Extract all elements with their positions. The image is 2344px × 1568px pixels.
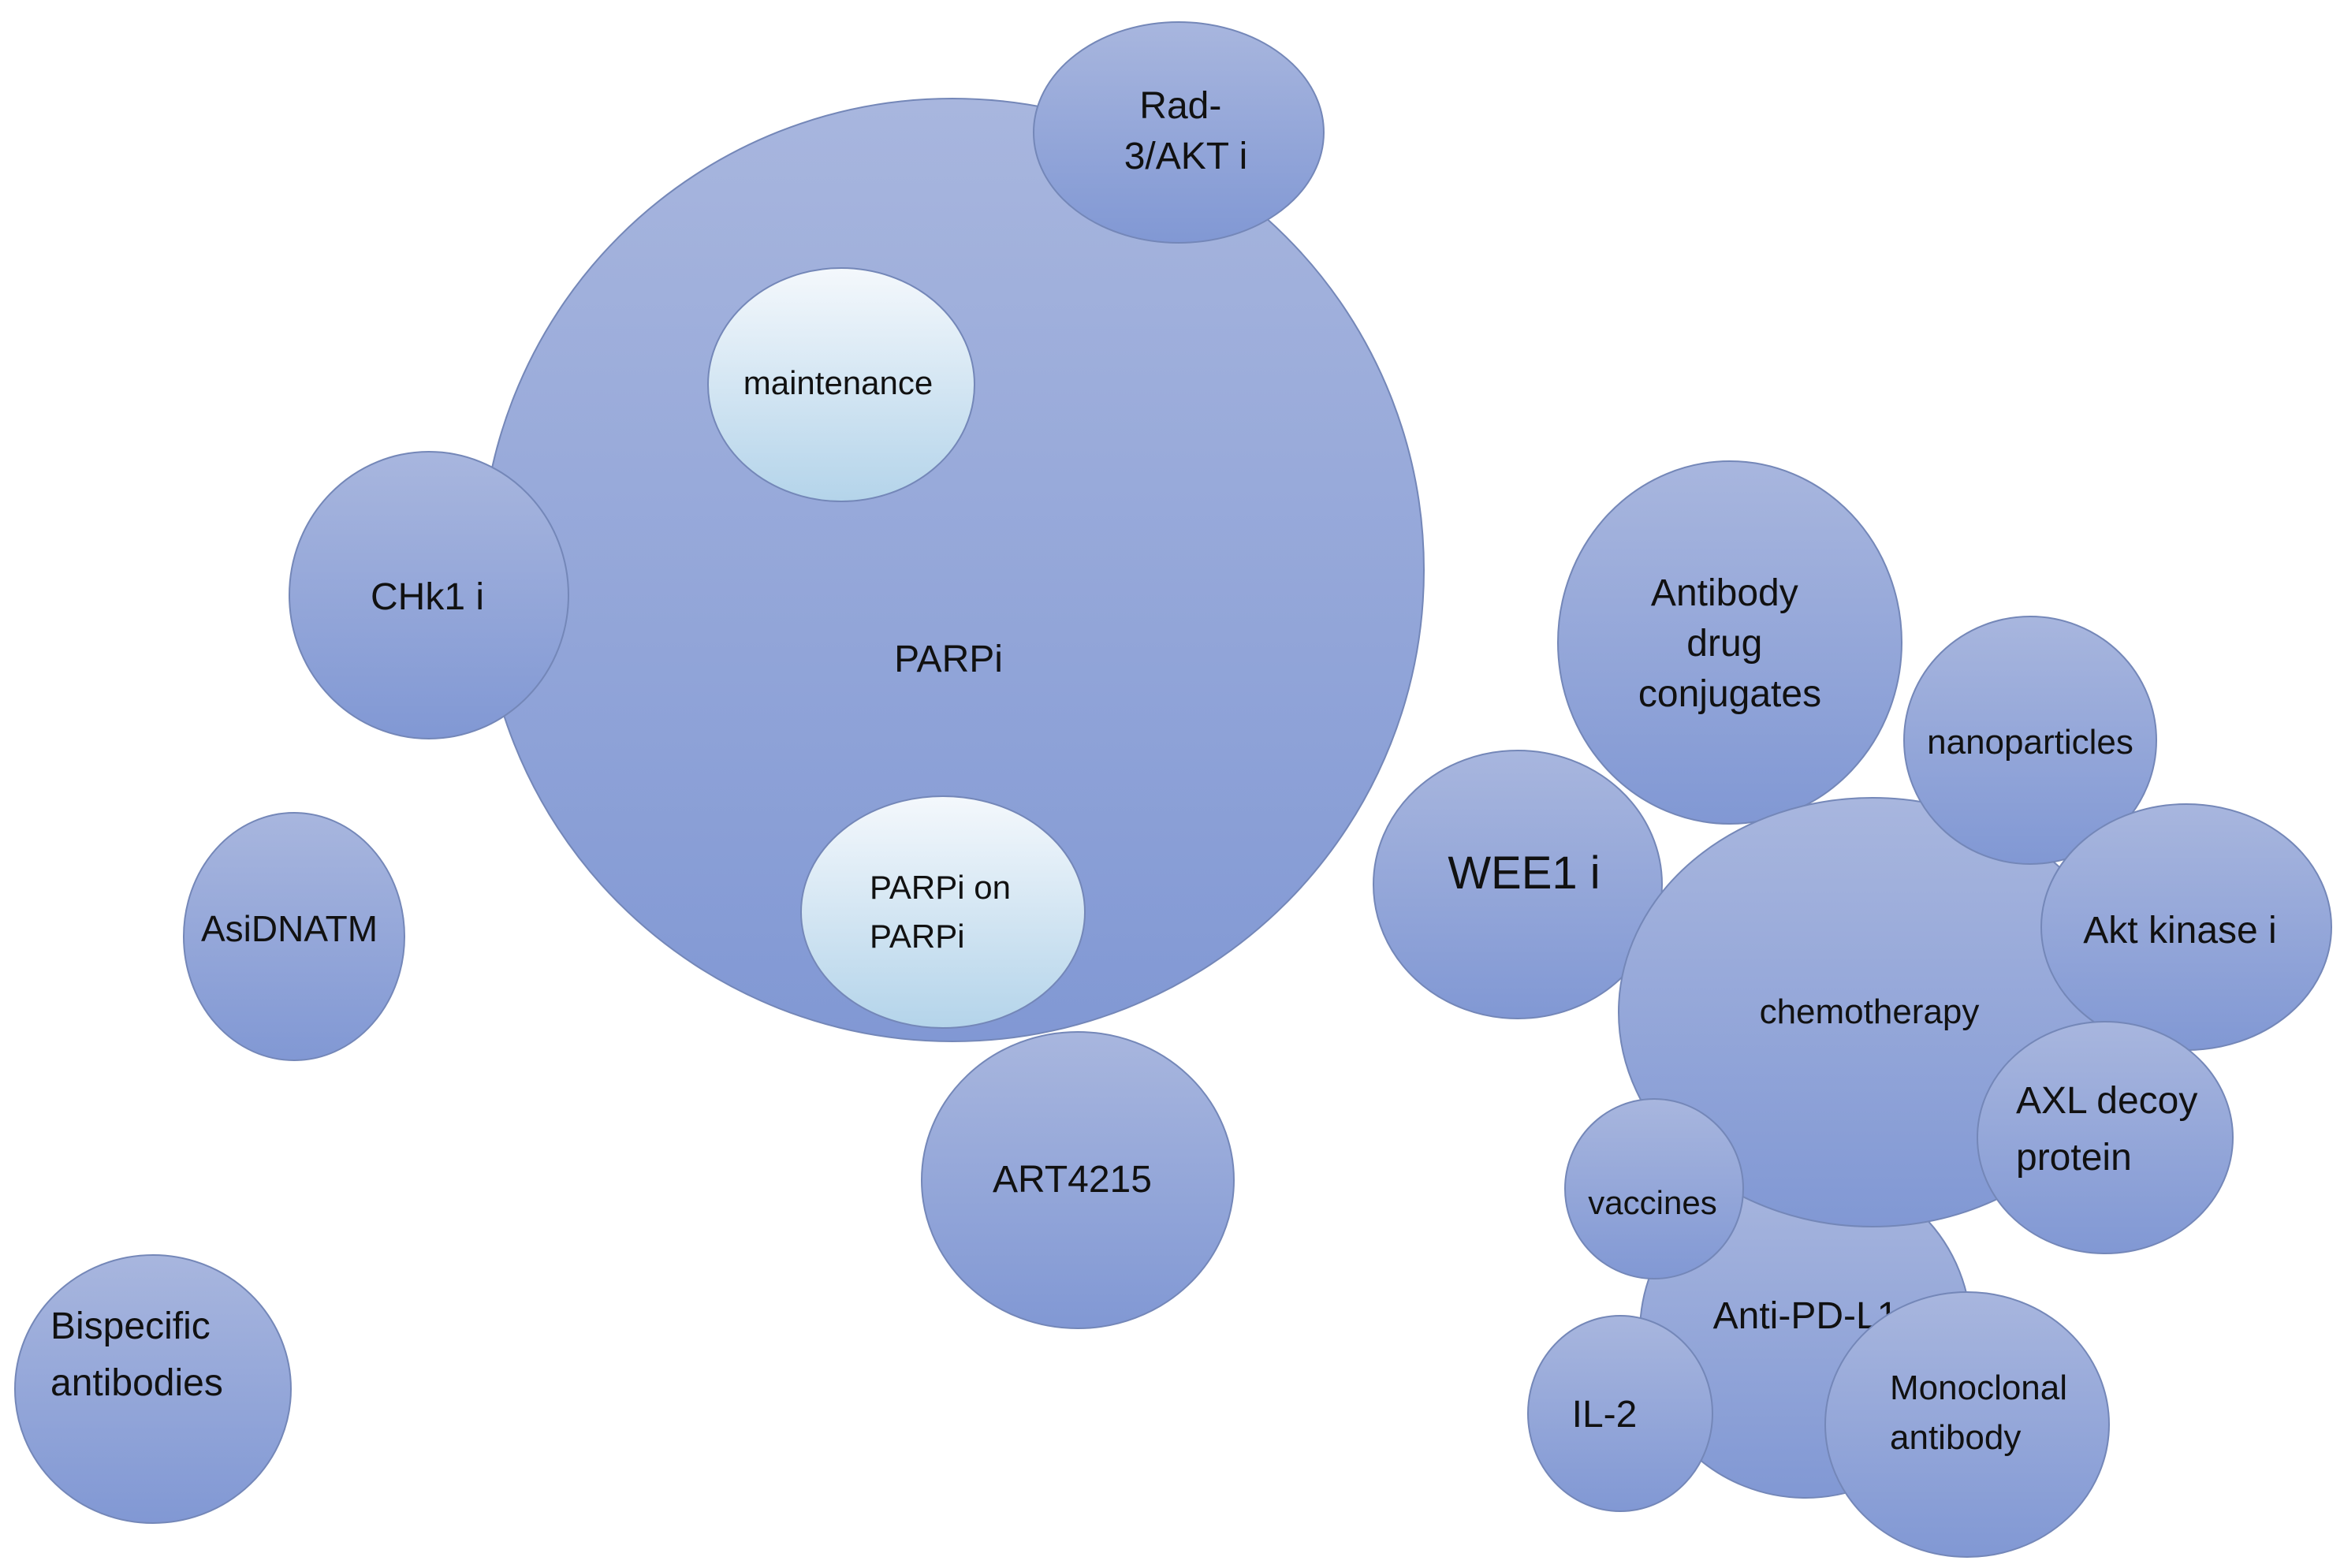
- bispecific-antibodies-bubble: Bispecific antibodies: [14, 1254, 292, 1524]
- svg-text:AsiDNATM: AsiDNATM: [201, 908, 378, 949]
- svg-text:PARPi on PARPi: PARPi on PARPi: [870, 869, 1020, 955]
- il2-bubble: IL-2: [1527, 1315, 1713, 1512]
- svg-text:chemotherapy: chemotherapy: [1760, 993, 1980, 1031]
- svg-text:Rad- 3/AKT i: Rad- 3/AKT i: [1124, 85, 1248, 177]
- axl-decoy-protein-bubble: AXL decoy protein: [1977, 1021, 2234, 1254]
- svg-text:ART4215: ART4215: [993, 1159, 1152, 1201]
- asidnatm-bubble: AsiDNATM: [183, 812, 405, 1061]
- wee1-inhibitor-bubble: WEE1 i: [1373, 750, 1663, 1019]
- svg-text:IL-2: IL-2: [1572, 1394, 1638, 1436]
- svg-text:WEE1 i: WEE1 i: [1448, 847, 1600, 899]
- nanoparticles-bubble: nanoparticles: [1903, 616, 2157, 865]
- svg-text:maintenance: maintenance: [743, 364, 934, 401]
- vaccines-bubble: vaccines: [1564, 1098, 1744, 1279]
- parpi-bubble: PARPi: [480, 98, 1425, 1042]
- svg-text:Antibody drug conj: Antibody drug conjugates: [1638, 572, 1821, 715]
- svg-text:Monoclonal antibody: Monoclonal antibody: [1890, 1369, 2077, 1457]
- art4215-bubble: ART4215: [921, 1031, 1235, 1329]
- svg-text:CHk1 i: CHk1 i: [371, 576, 484, 618]
- svg-text:AXL decoy protein: AXL decoy protein: [2016, 1080, 2208, 1179]
- rad3-akt-inhibitor-bubble: Rad- 3/AKT i: [1033, 21, 1325, 244]
- parpi-on-parpi-bubble: PARPi on PARPi: [800, 795, 1086, 1029]
- svg-text:PARPi: PARPi: [894, 639, 1003, 680]
- maintenance-bubble: maintenance: [707, 267, 975, 502]
- akt-kinase-inhibitor-bubble: Akt kinase i: [2040, 803, 2332, 1051]
- antibody-drug-conjugates-bubble: Antibody drug conjugates: [1557, 460, 1902, 825]
- svg-text:Bispecific antibodies: Bispecific antibodies: [50, 1305, 223, 1404]
- monoclonal-antibody-bubble: Monoclonal antibody: [1824, 1291, 2110, 1558]
- svg-text:vaccines: vaccines: [1588, 1184, 1716, 1221]
- chk1-inhibitor-bubble: CHk1 i: [289, 451, 569, 739]
- svg-text:nanoparticles: nanoparticles: [1927, 723, 2133, 762]
- svg-text:Akt kinase i: Akt kinase i: [2083, 910, 2276, 952]
